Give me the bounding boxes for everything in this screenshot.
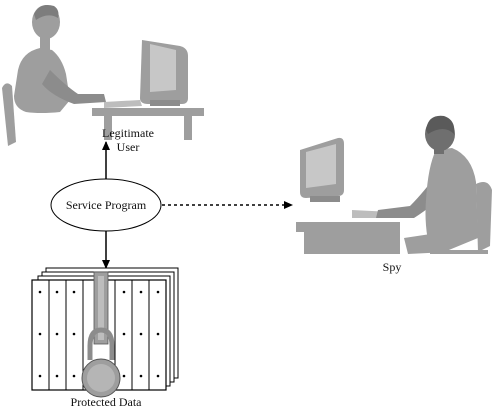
spy-icon	[296, 115, 492, 254]
spy-label: Spy	[383, 260, 402, 274]
legitimate-user-label-line2: User	[117, 140, 140, 154]
legitimate-user-icon	[2, 5, 204, 146]
service-program-label: Service Program	[66, 198, 147, 212]
legitimate-user-label-line1: Legitimate	[102, 126, 154, 140]
protected-data-label: Protected Data	[71, 395, 143, 409]
locked-file-stack-icon	[31, 267, 179, 398]
